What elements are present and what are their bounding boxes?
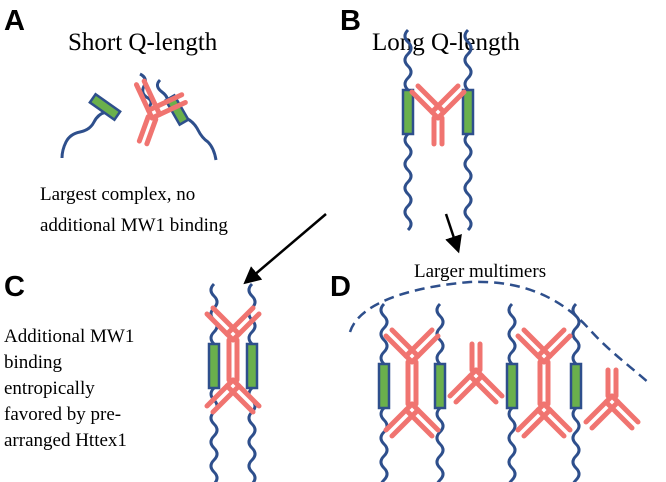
mw1-antibody-icon — [518, 378, 570, 436]
panel-c-caption-line-3: entropically — [4, 378, 95, 399]
panel-a-title: Short Q-length — [68, 29, 218, 56]
mw1-antibody-icon — [386, 330, 438, 388]
httex1-chain-icon — [433, 302, 447, 482]
httex1-chain-icon — [377, 302, 391, 482]
httex1-chain-icon — [569, 302, 583, 482]
panel-letter-b: B — [340, 5, 361, 37]
polyq-segment-icon — [88, 92, 122, 122]
panel-a-complex — [60, 72, 218, 161]
panel-b-title: Long Q-length — [372, 29, 520, 56]
httex1-chain-icon — [60, 110, 107, 159]
mw1-antibody-icon — [412, 86, 464, 144]
panel-letter-a: A — [4, 5, 25, 37]
panel-letter-c: C — [4, 271, 25, 303]
httex1-chain-icon — [461, 28, 475, 232]
arrow-icon — [444, 213, 462, 254]
multimer-boundary-curve — [348, 280, 651, 385]
panel-a-caption-line-1: Largest complex, no — [40, 184, 195, 205]
panel-d-complex — [348, 280, 651, 482]
httex1-chain-icon — [505, 302, 519, 482]
panel-b-complex — [401, 28, 475, 232]
panel-a-caption-line-2: additional MW1 binding — [40, 215, 228, 236]
mw1-antibody-icon — [518, 330, 570, 388]
arrow-icon — [243, 213, 327, 285]
httex1-chain-icon — [401, 28, 415, 232]
httex1-chain-icon — [185, 116, 218, 161]
mw1-antibody-icon — [586, 370, 638, 428]
panel-c-caption-line-1: Additional MW1 — [4, 326, 134, 347]
panel-c-caption-line-4: favored by pre- — [4, 404, 121, 425]
panel-c-caption-line-5: arranged Httex1 — [4, 430, 127, 451]
mw1-antibody-icon — [450, 344, 502, 402]
panel-c-complex — [207, 282, 259, 482]
panel-letter-d: D — [330, 271, 351, 303]
panel-c-caption-line-2: binding — [4, 352, 63, 373]
mw1-antibody-icon — [386, 378, 438, 436]
panel-d-title: Larger multimers — [414, 261, 546, 282]
